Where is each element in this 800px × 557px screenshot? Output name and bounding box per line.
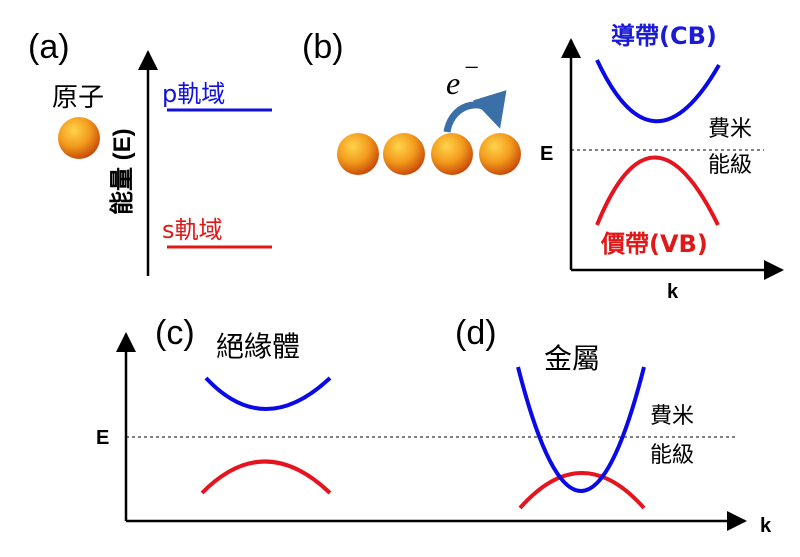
orange-sphere-icon [337, 133, 379, 175]
curved-arrow-icon [443, 90, 507, 133]
energy-axis-label-a: 能量 (E) [108, 128, 136, 215]
metal-title: 金屬 [544, 342, 600, 375]
insulator-title: 絕緣體 [216, 330, 300, 363]
panel-a-label: (a) [28, 28, 70, 66]
atom-label: 原子 [52, 83, 104, 113]
insulator-conduction-band [204, 376, 332, 411]
valence-band-curve [595, 155, 720, 226]
p-orbital-label: p軌域 [162, 80, 225, 108]
e-axis-label-b: E [540, 143, 553, 165]
insulator-valence-band [200, 459, 332, 495]
orange-sphere-icon [479, 133, 521, 175]
fermi-label-d-line2: 能級 [650, 443, 694, 468]
k-axis-label-bottom: k [760, 515, 772, 537]
conduction-band-curve [595, 59, 721, 124]
metal-conduction-band [516, 366, 646, 493]
valence-band-label: 價帶(VB) [600, 230, 708, 258]
s-orbital-label: s軌域 [162, 216, 223, 244]
conduction-band-label: 導帶(CB) [611, 22, 717, 50]
fermi-label-b-line1: 費米 [708, 117, 752, 142]
orange-sphere-icon [431, 133, 473, 175]
orange-sphere-icon [383, 133, 425, 175]
orange-sphere-icon [58, 117, 100, 159]
panel-b-label: (b) [302, 28, 344, 66]
k-axis-label-b: k [667, 281, 679, 303]
e-axis-label-bottom: E [96, 427, 109, 449]
electron-symbol: e− [446, 53, 479, 101]
panel-d-label: (d) [455, 314, 497, 352]
fermi-label-b-line2: 能級 [708, 153, 752, 178]
panel-c-label: (c) [155, 314, 195, 352]
fermi-label-d-line1: 費米 [650, 404, 694, 429]
metal-valence-band [518, 471, 646, 510]
